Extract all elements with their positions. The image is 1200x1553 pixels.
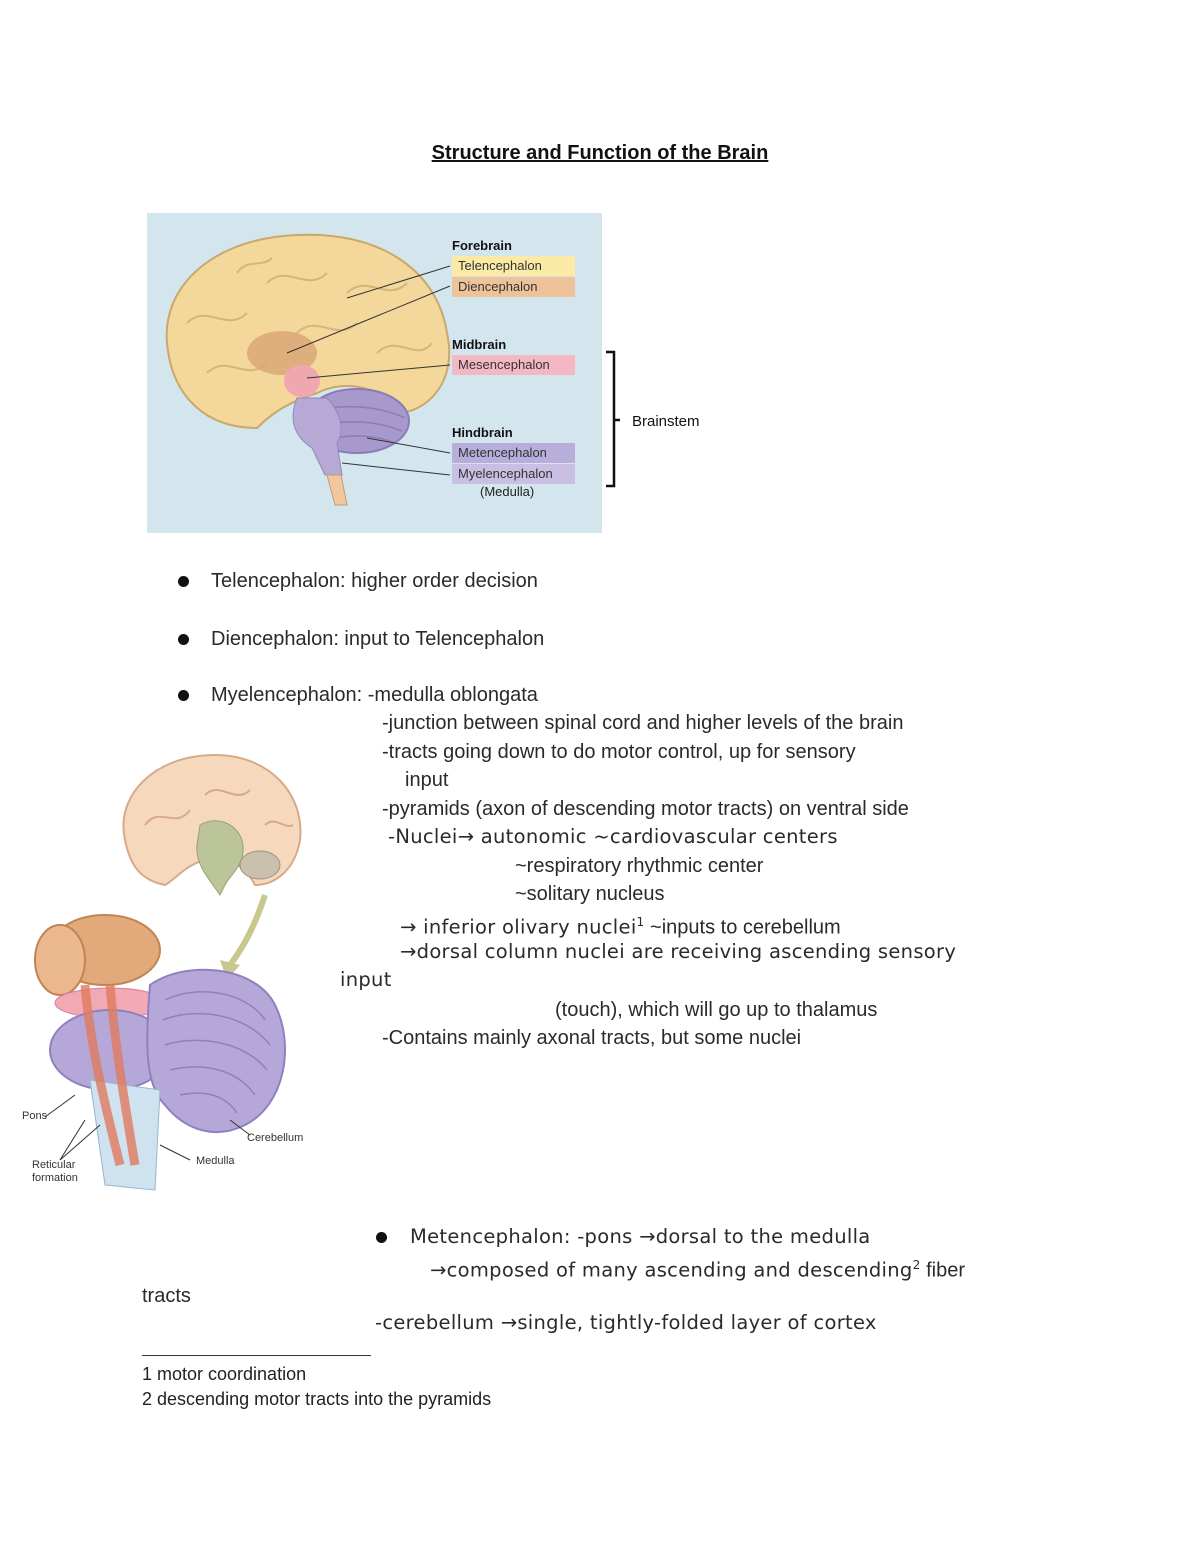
mesencephalon-box: Mesencephalon: [452, 355, 575, 375]
olivary-text: ~inputs to cerebellum: [644, 916, 841, 939]
myel-line: -Contains mainly axonal tracts, but some…: [382, 1027, 802, 1049]
medulla-label-2: Medulla: [196, 1155, 235, 1167]
meten-line: -cerebellum →single, tightly-folded laye…: [375, 1311, 877, 1334]
footnote-separator: [142, 1355, 371, 1356]
bullet-dot: [178, 576, 189, 587]
meten-line: →composed of many ascending and descendi…: [430, 1253, 965, 1283]
olivary-text: → inferior olivary nuclei: [400, 915, 637, 939]
pons-label: Pons: [22, 1110, 48, 1122]
brain-illustration: [165, 233, 451, 506]
footnote-ref: 2: [912, 1258, 921, 1272]
hindbrain-label: Hindbrain: [452, 425, 513, 440]
myel-line: -pyramids (axon of descending motor trac…: [382, 798, 909, 820]
myel-line: input: [405, 769, 449, 791]
bullet-diencephalon: Diencephalon: input to Telencephalon: [211, 628, 545, 650]
myel-line: input: [340, 968, 392, 991]
cerebellum-label: Cerebellum: [247, 1132, 304, 1144]
footnote-2: 2 descending motor tracts into the pyram…: [142, 1389, 492, 1409]
bullet-dot: [178, 634, 189, 645]
formation-label: formation: [32, 1172, 78, 1184]
brainstem-cerebellum-figure: [34, 753, 302, 1191]
bullet-telencephalon: Telencephalon: higher order decision: [211, 570, 538, 592]
forebrain-label: Forebrain: [452, 238, 512, 253]
myel-line: -Nuclei→ autonomic ~cardiovascular cente…: [388, 825, 838, 848]
meten-text: fiber: [920, 1259, 966, 1282]
myel-line: -tracts going down to do motor control, …: [382, 741, 856, 763]
footnote-ref: 1: [636, 915, 645, 929]
midbrain-label: Midbrain: [452, 337, 507, 352]
telencephalon-box: Telencephalon: [452, 256, 575, 276]
footnote-1: 1 motor coordination: [142, 1364, 307, 1384]
brainstem-label: Brainstem: [632, 413, 700, 430]
myelencephalon-box: Myelencephalon: [452, 464, 575, 484]
meten-text: →composed of many ascending and descendi…: [430, 1258, 913, 1282]
bullet-myelencephalon: Myelencephalon: -medulla oblongata: [211, 684, 538, 706]
brainstem-bracket: [606, 350, 620, 488]
reticular-label: Reticular: [32, 1159, 76, 1171]
medulla-label: (Medulla): [480, 484, 535, 499]
meten-line: tracts: [142, 1285, 191, 1307]
myel-line: ~respiratory rhythmic center: [515, 855, 764, 877]
bullet-dot: [376, 1232, 387, 1243]
metencephalon-box: Metencephalon: [452, 443, 575, 463]
diencephalon-box: Diencephalon: [452, 277, 575, 297]
myel-line: -junction between spinal cord and higher…: [382, 712, 904, 734]
brain-divisions-figure: Forebrain Telencephalon Diencephalon Mid…: [147, 213, 602, 533]
page-title: Structure and Function of the Brain: [431, 142, 769, 164]
myel-line: ~solitary nucleus: [515, 883, 665, 905]
myel-line: →dorsal column nuclei are receiving asce…: [400, 940, 957, 963]
bullet-dot: [178, 690, 189, 701]
myel-line: (touch), which will go up to thalamus: [555, 999, 878, 1021]
bullet-metencephalon: Metencephalon: -pons →dorsal to the medu…: [410, 1225, 871, 1248]
myel-line: → inferior olivary nuclei1 ~inputs to ce…: [400, 910, 841, 940]
